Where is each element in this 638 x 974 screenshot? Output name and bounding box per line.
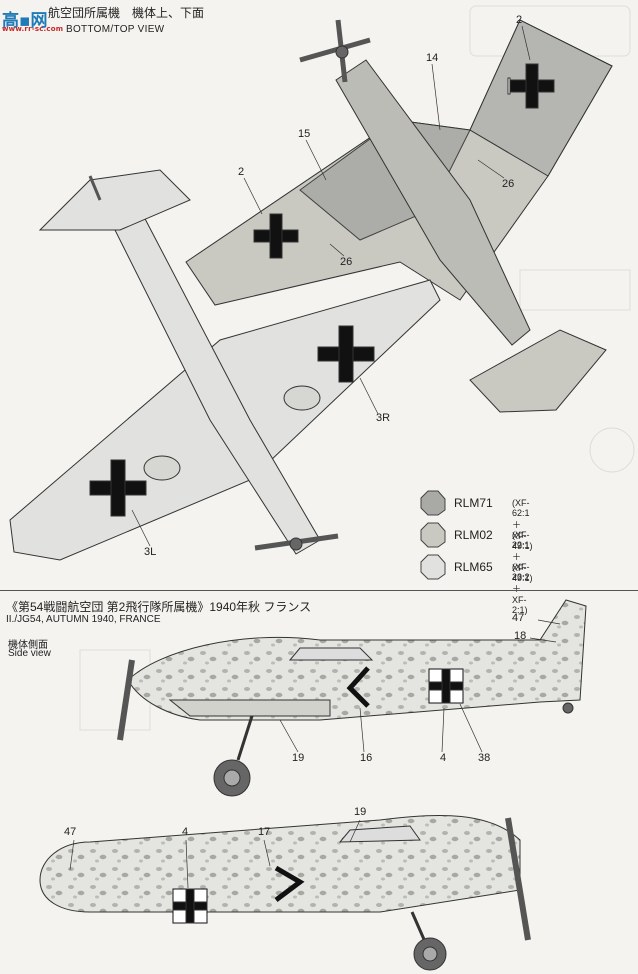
section2-title-en: II./JG54, AUTUMN 1940, FRANCE (6, 614, 161, 625)
legend-mix: (XF-62:1＋XF-49:1) (512, 498, 533, 551)
logo-sub-text: www.rr-sc.com (2, 25, 64, 33)
page-title-jp: 航空団所属機 機体上、下面 (48, 6, 205, 20)
watermark-logo: 高▪网 www.rr-sc.com (2, 6, 64, 36)
callout-17: 17 (258, 826, 271, 838)
legend-name: RLM65 (454, 560, 493, 574)
callout-2-upper: 2 (516, 14, 523, 26)
page-subtitle-en: BOTTOM/TOP VIEW (66, 24, 165, 35)
callout-leaders-side2 (69, 819, 361, 889)
side-view-label-jp: 機体側面 (8, 640, 48, 651)
callout-26-right: 26 (502, 178, 515, 190)
callout-15: 15 (298, 128, 311, 140)
callout-3l: 3L (144, 546, 157, 558)
callout-4-side1: 4 (440, 752, 447, 764)
swatch-rlm02-icon (420, 522, 446, 548)
aircraft-side-view-2 (39, 814, 531, 971)
callout-3r: 3R (376, 412, 391, 424)
callout-14: 14 (426, 52, 439, 64)
legend-name: RLM71 (454, 496, 493, 510)
logo-main-text: 高▪网 (2, 11, 48, 31)
legend-name: RLM02 (454, 528, 493, 542)
aircraft-upper-topview (185, 19, 613, 413)
side-view-label-en: Side view (8, 648, 51, 659)
callout-4-side2: 4 (182, 826, 189, 838)
callout-26-center: 26 (340, 256, 353, 268)
callout-19-side2: 19 (354, 806, 367, 818)
callout-38: 38 (478, 752, 491, 764)
callout-47-side2: 47 (64, 826, 77, 838)
callout-16: 16 (360, 752, 373, 764)
callout-47-side1: 47 (512, 612, 525, 624)
callout-leaders-side1 (279, 619, 561, 753)
swatch-rlm71-icon (420, 490, 446, 516)
callout-leaders-top (131, 25, 531, 547)
legend-mix: (XF-23:2＋XF-2:1) (512, 562, 530, 615)
callout-2-left: 2 (238, 166, 245, 178)
aircraft-lower-bottomview (9, 169, 441, 561)
aircraft-side-view-1 (117, 599, 587, 797)
section2-title-jp: 《第54戦闘航空団 第2飛行隊所属機》1940年秋 フランス (6, 600, 312, 614)
swatch-rlm65-icon (420, 554, 446, 580)
callout-19-side1: 19 (292, 752, 305, 764)
callout-18: 18 (514, 630, 527, 642)
legend-mix: (XF-22:1＋XF-49:1) (512, 530, 533, 583)
section-divider (0, 590, 638, 591)
